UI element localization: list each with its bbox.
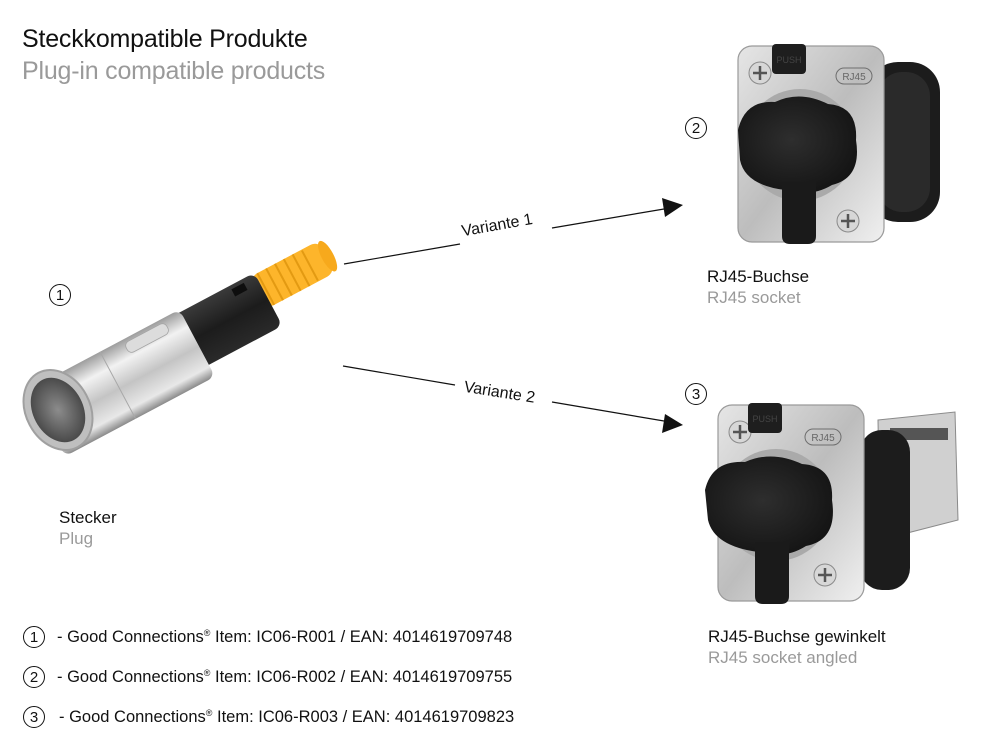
svg-text:RJ45: RJ45	[842, 72, 866, 83]
product-1-number-badge: 1	[49, 284, 71, 306]
legend-2-text: - Good Connections® Item: IC06-R002 / EA…	[57, 667, 513, 686]
legend-3-text: - Good Connections® Item: IC06-R003 / EA…	[59, 707, 515, 726]
legend-2-number-badge: 2	[23, 666, 45, 688]
product-1-label: Stecker Plug	[59, 507, 117, 549]
angled-socket-image: RJ45 PUSH	[705, 403, 959, 604]
product-3-number-badge: 3	[685, 383, 707, 405]
arrow-variant-1	[343, 198, 683, 265]
page-subtitle: Plug-in compatible products	[22, 57, 326, 85]
svg-text:PUSH: PUSH	[752, 414, 777, 424]
plug-image	[22, 240, 338, 454]
legend-1-text: - Good Connections® Item: IC06-R001 / EA…	[57, 627, 513, 646]
product-3-label-de: RJ45-Buchse gewinkelt	[708, 627, 886, 646]
product-3-label: RJ45-Buchse gewinkelt RJ45 socket angled	[708, 626, 886, 668]
legend-item-3: 3 - Good Connections® Item: IC06-R003 / …	[23, 704, 514, 730]
page-title: Steckkompatible Produkte	[22, 25, 308, 53]
svg-text:PUSH: PUSH	[776, 55, 801, 65]
legend-3-number-badge: 3	[23, 706, 45, 728]
legend-item-2: 2 - Good Connections® Item: IC06-R002 / …	[23, 664, 512, 690]
svg-text:RJ45: RJ45	[811, 433, 835, 444]
arrow-variant-2	[342, 365, 683, 433]
product-3-label-en: RJ45 socket angled	[708, 648, 858, 667]
legend-item-1: 1 - Good Connections® Item: IC06-R001 / …	[23, 624, 512, 650]
product-2-number-badge: 2	[685, 117, 707, 139]
legend-1-number-badge: 1	[23, 626, 45, 648]
product-2-label: RJ45-Buchse RJ45 socket	[707, 266, 809, 308]
product-2-label-de: RJ45-Buchse	[707, 267, 810, 286]
socket-image: RJ45 PUSH	[737, 44, 940, 244]
product-1-label-de: Stecker	[59, 508, 117, 527]
product-2-label-en: RJ45 socket	[707, 288, 801, 307]
product-1-label-en: Plug	[59, 529, 94, 548]
